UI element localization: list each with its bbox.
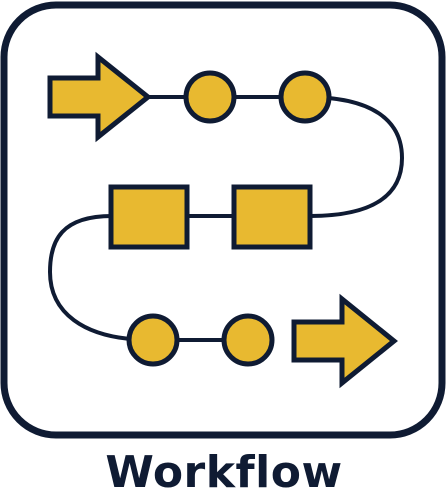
caption-title: Workflow	[105, 447, 343, 498]
circle-node	[126, 313, 180, 367]
end-arrow-icon	[291, 293, 398, 389]
square-node	[231, 184, 313, 250]
square-node	[108, 184, 190, 250]
icon-frame	[0, 1, 446, 439]
circle-node	[278, 70, 332, 124]
circle-node	[183, 70, 237, 124]
circle-node	[221, 313, 275, 367]
connector-path	[47, 95, 405, 342]
start-arrow-icon	[47, 51, 153, 143]
